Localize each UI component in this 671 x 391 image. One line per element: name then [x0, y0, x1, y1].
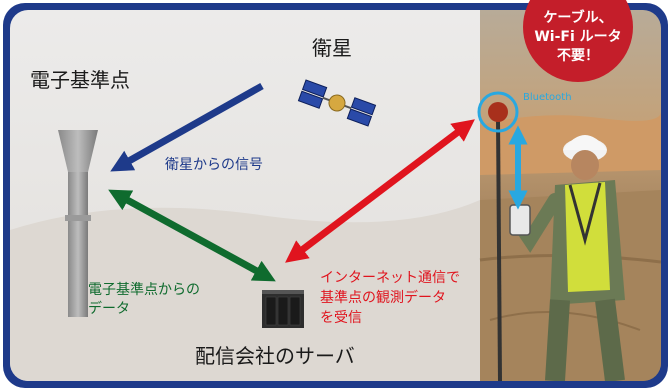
- reference-data-label-line2: データ: [88, 300, 130, 317]
- no-cable-badge: [523, 0, 633, 82]
- internet-label-line1: インターネット通信で: [320, 270, 460, 286]
- server-rack-icon: [262, 290, 304, 328]
- server-label: 配信会社のサーバ: [195, 344, 355, 368]
- reference-point-label: 電子基準点: [30, 68, 130, 92]
- internet-label-line2: 基準点の観測データ: [320, 289, 446, 306]
- satellite-signal-label: 衛星からの信号: [165, 157, 263, 173]
- satellite-icon: [297, 79, 377, 127]
- badge-text-line2: Wi-Fi ルータ: [534, 29, 621, 45]
- controller-device: [509, 204, 531, 236]
- bluetooth-highlight-circle: [477, 91, 519, 133]
- bluetooth-label: Bluetooth: [523, 92, 572, 103]
- badge-text-line1: ケーブル、: [543, 9, 612, 26]
- survey-pole: [496, 117, 502, 381]
- satellite-label: 衛星: [312, 36, 352, 60]
- surveyor-worker: [513, 135, 625, 381]
- reference-station-pillar: [58, 130, 98, 317]
- badge-text-line3: 不要！: [557, 48, 599, 64]
- internet-data-arrow: [285, 119, 475, 263]
- internet-label-line3: を受信: [320, 310, 362, 326]
- reference-data-label-line1: 電子基準点からの: [88, 281, 200, 298]
- satellite-signal-arrow: [110, 82, 264, 172]
- gnss-receiver: [488, 102, 508, 122]
- reference-data-arrow: [108, 189, 276, 282]
